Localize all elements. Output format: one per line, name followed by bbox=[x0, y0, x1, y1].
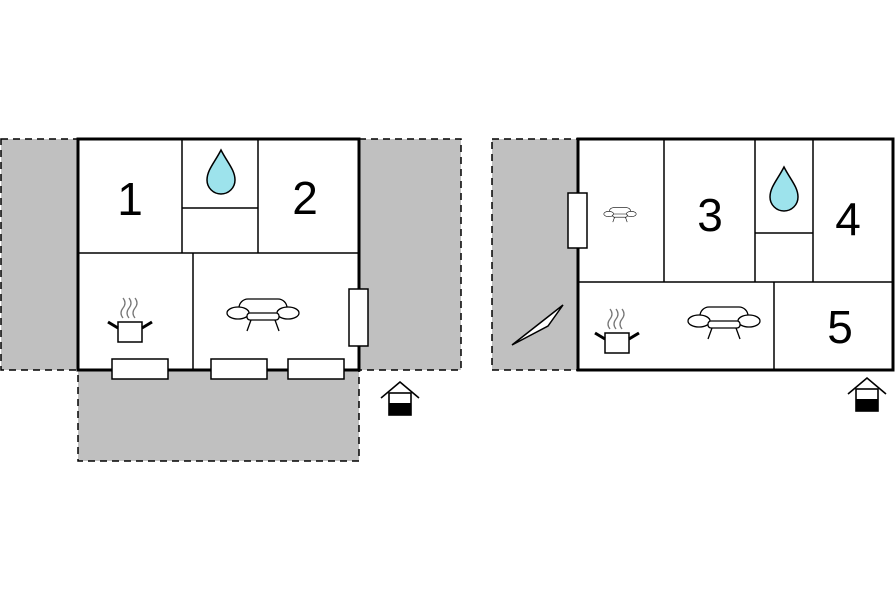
room-number-2: 2 bbox=[292, 172, 318, 224]
room-number-4: 4 bbox=[835, 193, 861, 245]
room-number-3: 3 bbox=[697, 189, 723, 241]
window bbox=[287, 358, 345, 380]
house-entrance-icon bbox=[847, 377, 887, 412]
direction-pointer-icon bbox=[511, 304, 564, 346]
house-entrance-icon bbox=[380, 381, 420, 416]
windows bbox=[111, 288, 369, 380]
terrace-area bbox=[491, 138, 579, 371]
door bbox=[567, 192, 588, 249]
floor-plan-2: 3 4 5 bbox=[491, 137, 895, 412]
door bbox=[348, 288, 369, 347]
walls bbox=[576, 137, 895, 372]
window bbox=[111, 358, 169, 380]
room-number-1: 1 bbox=[117, 173, 143, 225]
room-number-5: 5 bbox=[827, 301, 853, 353]
terrace-area bbox=[0, 138, 462, 462]
floor-plan-1: 1 2 bbox=[0, 137, 462, 462]
window bbox=[210, 358, 268, 380]
